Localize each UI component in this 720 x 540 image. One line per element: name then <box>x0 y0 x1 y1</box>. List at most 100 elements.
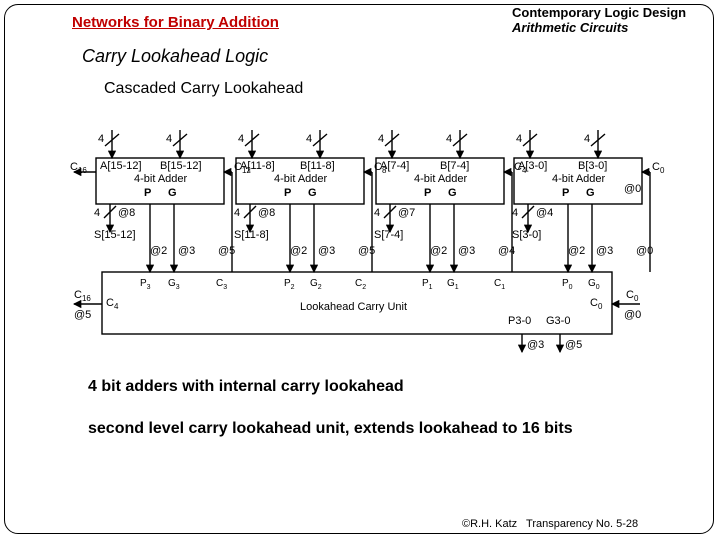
footer-transparency: Transparency No. 5-28 <box>526 518 639 530</box>
lcu-port-c2: C2 <box>355 278 366 291</box>
adder-3-g-label: G <box>586 187 595 199</box>
adder-1-label: 4-bit Adder <box>274 173 328 185</box>
adder-2-b-label: B[7-4] <box>440 160 469 172</box>
adder-2-label: 4-bit Adder <box>414 173 468 185</box>
adder-3-b-bus-slash <box>590 133 606 147</box>
adder-box-2 <box>375 157 505 205</box>
adder-0-cin-label: C12 <box>234 161 251 175</box>
adder-3-a-label: A[3-0] <box>518 160 547 172</box>
adder-3-p-label: P <box>562 187 569 199</box>
adder-3-p-delay: @2 <box>568 245 585 257</box>
adder-1-g-delay: @3 <box>318 245 335 257</box>
adder-0-sum-label: S[15-12] <box>94 229 136 241</box>
adder-2-a-width: 4 <box>378 133 384 145</box>
adder-3-sum-delay: @4 <box>536 207 553 219</box>
adder-2-a-label: A[7-4] <box>380 160 409 172</box>
lcu-c0-label: C0 <box>590 297 603 311</box>
note-adders: 4 bit adders with internal carry lookahe… <box>88 378 404 395</box>
adder-0-b-width: 4 <box>166 133 172 145</box>
lcu-port-p3: P3 <box>140 278 151 291</box>
adder-2-p-label: P <box>424 187 431 199</box>
course-subtitle: Arithmetic Circuits <box>512 20 629 35</box>
adder-0-a-width: 4 <box>98 133 104 145</box>
adder-0-g-delay: @3 <box>178 245 195 257</box>
adder-box-1 <box>235 157 365 205</box>
footer-copyright: ©R.H. Katz <box>462 518 518 530</box>
adder-3-b-width: 4 <box>584 133 590 145</box>
adder-0-carry-delay: @5 <box>218 245 235 257</box>
adder-3-carry-delay: @0 <box>636 245 653 257</box>
adder-1-sum-delay: @8 <box>258 207 275 219</box>
adder-0-b-bus-slash <box>172 133 188 147</box>
adder-1-a-label: A[11-8] <box>240 160 275 172</box>
adder-2-g-delay: @3 <box>458 245 475 257</box>
adder-2-a-bus-slash <box>384 133 400 147</box>
lcu-label: Lookahead Carry Unit <box>300 301 407 313</box>
lcu-c16-delay: @5 <box>74 309 91 321</box>
course-header: Contemporary Logic Design Arithmetic Cir… <box>512 5 686 35</box>
lcu-port-c3: C3 <box>216 278 227 291</box>
adder-1-a-width: 4 <box>238 133 244 145</box>
adder-1-carry-delay: @5 <box>358 245 375 257</box>
adder-1-p-label: P <box>284 187 291 199</box>
adder-3-a-bus-slash <box>522 133 538 147</box>
page-subtitle: Cascaded Carry Lookahead <box>104 80 304 97</box>
adder-1-b-bus-slash <box>312 133 328 147</box>
adder-3-a-width: 4 <box>516 133 522 145</box>
adder-2-g-label: G <box>448 187 457 199</box>
adder-box-0 <box>95 157 225 205</box>
adder-1-a-bus-slash <box>244 133 260 147</box>
lcu-g-out-delay: @5 <box>565 339 582 351</box>
adder-3-sum-bus-slash <box>521 205 535 219</box>
lcu-port-g1: G1 <box>447 278 459 291</box>
lcu-c4-label: C4 <box>106 297 119 311</box>
adder-1-p-delay: @2 <box>290 245 307 257</box>
lcu-port-p0: P0 <box>562 278 573 291</box>
adder-2-sum-width: 4 <box>374 207 380 219</box>
adder-0-g-label: G <box>168 187 177 199</box>
adder-1-cin-label: C8 <box>374 161 387 175</box>
adder-2-carry-delay: @4 <box>498 245 515 257</box>
adder-3-g-delay: @3 <box>596 245 613 257</box>
adder-box-3 <box>513 157 643 205</box>
adder-0-b-label: B[15-12] <box>160 160 202 172</box>
adder-2-cin-label: C4 <box>514 161 527 175</box>
course-title: Contemporary Logic Design <box>512 5 687 20</box>
adder-3-label: 4-bit Adder <box>552 173 606 185</box>
lcu-port-g3: G3 <box>168 278 180 291</box>
adder-1-b-width: 4 <box>306 133 312 145</box>
lcu-port-p1: P1 <box>422 278 433 291</box>
adder-2-sum-bus-slash <box>383 205 397 219</box>
adder-0-a-bus-slash <box>104 133 120 147</box>
adder-2-b-width: 4 <box>446 133 452 145</box>
adder-3-cin-delay: @0 <box>624 183 641 195</box>
lcu-c16-label: C16 <box>74 289 91 303</box>
adder-2-p-delay: @2 <box>430 245 447 257</box>
adder-1-b-label: B[11-8] <box>300 160 335 172</box>
adder-1-sum-width: 4 <box>234 207 240 219</box>
lcu-c0-ext-label: C0 <box>626 289 639 303</box>
adder-1-sum-label: S[11-8] <box>234 229 269 241</box>
adder-0-sum-width: 4 <box>94 207 100 219</box>
adder-0-label: 4-bit Adder <box>134 173 188 185</box>
adder-3-b-label: B[3-0] <box>578 160 607 172</box>
lcu-p-out-label: P3-0 <box>508 315 531 327</box>
adder-2-sum-delay: @7 <box>398 207 415 219</box>
section-title: Networks for Binary Addition <box>72 14 279 31</box>
note-lcu: second level carry lookahead unit, exten… <box>88 420 573 437</box>
slide-frame <box>4 4 714 534</box>
adder-3-sum-width: 4 <box>512 207 518 219</box>
lcu-port-g0: G0 <box>588 278 600 291</box>
adder-0-a-label: A[15-12] <box>100 160 142 172</box>
page-title: Carry Lookahead Logic <box>82 46 269 66</box>
adder-0-sum-bus-slash <box>103 205 117 219</box>
lcu-p-out-delay: @3 <box>527 339 544 351</box>
c16-out-label: C16 <box>70 161 87 175</box>
lcu-c0-ext-delay: @0 <box>624 309 641 321</box>
adder-0-sum-delay: @8 <box>118 207 135 219</box>
lcu-port-c1: C1 <box>494 278 505 291</box>
adder-3-cin-label: C0 <box>652 161 665 175</box>
footer: ©R.H. Katz Transparency No. 5-28 <box>462 518 644 530</box>
adder-2-b-bus-slash <box>452 133 468 147</box>
